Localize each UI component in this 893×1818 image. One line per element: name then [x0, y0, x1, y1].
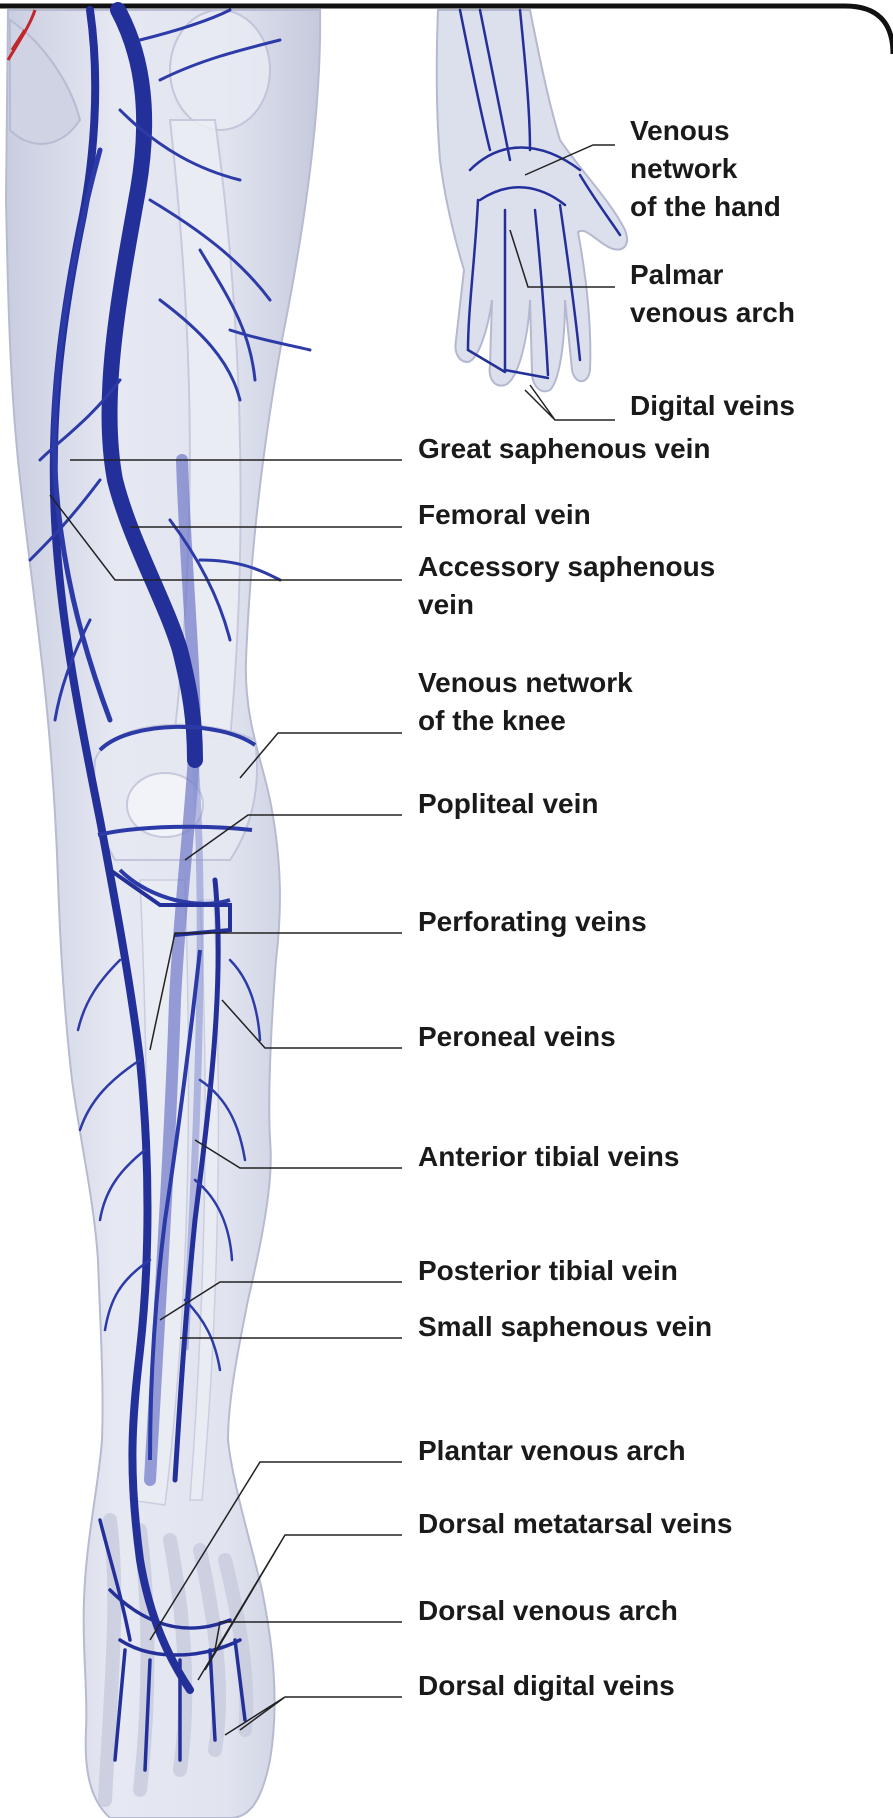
label-venous-network-knee: Venous network of the knee [418, 664, 633, 740]
leader-digital-veins [525, 385, 615, 420]
label-line: Palmar [630, 256, 795, 294]
label-femoral-vein: Femoral vein [418, 496, 591, 534]
label-dorsal-digital-veins: Dorsal digital veins [418, 1667, 675, 1705]
label-peroneal-veins: Peroneal veins [418, 1018, 616, 1056]
label-line: of the knee [418, 702, 633, 740]
label-anterior-tibial-veins: Anterior tibial veins [418, 1138, 679, 1176]
label-line: Venous network [418, 664, 633, 702]
label-digital-veins: Digital veins [630, 387, 795, 425]
label-line: network [630, 150, 781, 188]
label-dorsal-metatarsal-veins: Dorsal metatarsal veins [418, 1505, 732, 1543]
label-accessory-saphenous-vein: Accessory saphenous vein [418, 548, 715, 624]
label-venous-network-hand: Venous network of the hand [630, 112, 781, 226]
label-line: Venous [630, 112, 781, 150]
label-posterior-tibial-vein: Posterior tibial vein [418, 1252, 678, 1290]
hand-silhouette [437, 10, 627, 391]
label-line: of the hand [630, 188, 781, 226]
label-great-saphenous-vein: Great saphenous vein [418, 430, 711, 468]
label-line: vein [418, 586, 715, 624]
label-small-saphenous-vein: Small saphenous vein [418, 1308, 712, 1346]
label-perforating-veins: Perforating veins [418, 903, 647, 941]
label-popliteal-vein: Popliteal vein [418, 785, 599, 823]
hand-illustration [437, 10, 627, 391]
label-line: venous arch [630, 294, 795, 332]
label-line: Accessory saphenous [418, 548, 715, 586]
label-dorsal-venous-arch: Dorsal venous arch [418, 1592, 678, 1630]
label-palmar-venous-arch: Palmar venous arch [630, 256, 795, 332]
leader-knee-network [240, 733, 402, 778]
label-plantar-venous-arch: Plantar venous arch [418, 1432, 686, 1470]
